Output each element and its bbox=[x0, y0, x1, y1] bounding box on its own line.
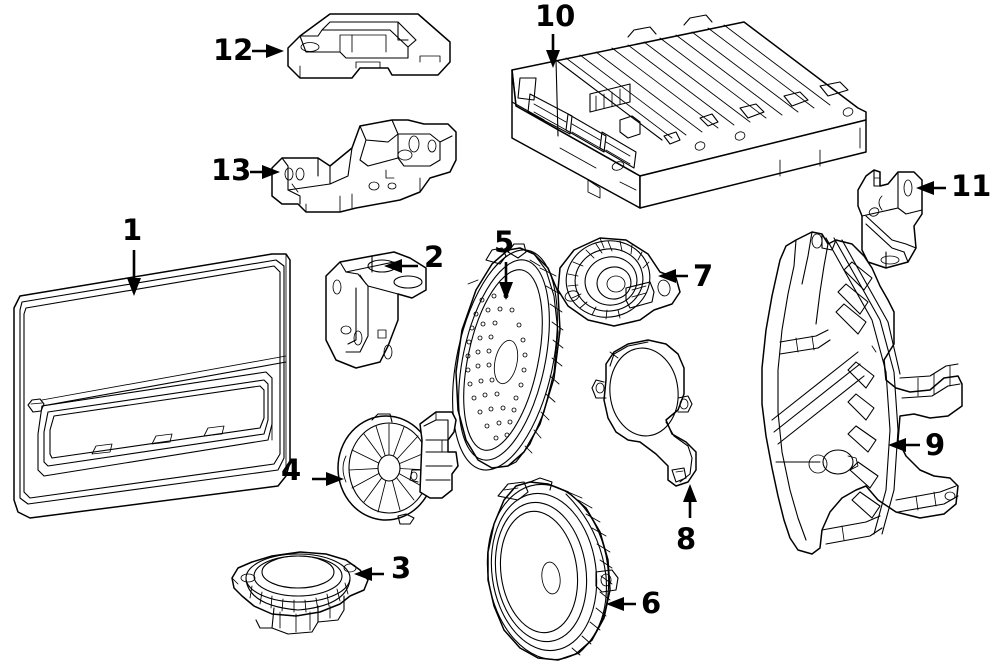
part-2-mounting-bracket bbox=[325, 251, 427, 369]
callout-label-2: 2 bbox=[424, 240, 445, 274]
callout-label-6: 6 bbox=[641, 586, 662, 620]
part-1-trim-bezel bbox=[13, 253, 291, 519]
callout-label-11: 11 bbox=[951, 169, 992, 203]
callout-label-7: 7 bbox=[693, 259, 714, 293]
callout-leaders bbox=[127, 34, 946, 611]
part-9-panel-reinforcement bbox=[761, 231, 963, 555]
callout-label-13: 13 bbox=[211, 153, 252, 187]
callout-label-1: 1 bbox=[122, 213, 143, 247]
part-6-subwoofer bbox=[486, 477, 619, 661]
part-13-receiver-bracket bbox=[271, 119, 457, 213]
part-11-amplifier-bracket bbox=[857, 169, 923, 269]
callout-label-10: 10 bbox=[535, 0, 576, 33]
callout-label-12: 12 bbox=[213, 33, 254, 67]
callout-label-4: 4 bbox=[281, 453, 302, 487]
part-3-dash-speaker bbox=[231, 551, 369, 635]
part-12-receiver-module bbox=[287, 13, 451, 79]
part-10-amplifier bbox=[511, 14, 867, 209]
callout-label-3: 3 bbox=[391, 551, 412, 585]
part-4-midrange-speaker bbox=[337, 411, 459, 525]
callout-label-5: 5 bbox=[494, 225, 515, 259]
callout-label-9: 9 bbox=[925, 428, 946, 462]
part-7-tweeter bbox=[557, 237, 681, 327]
callout-label-8: 8 bbox=[676, 522, 697, 556]
part-5-speaker-grille bbox=[452, 243, 564, 471]
part-8-retainer-bracket bbox=[591, 339, 697, 487]
